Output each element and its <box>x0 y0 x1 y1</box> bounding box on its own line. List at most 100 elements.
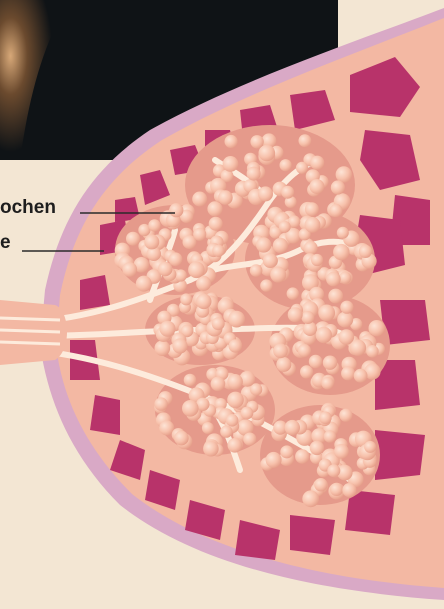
alveolus <box>366 345 379 358</box>
alveolus <box>258 186 273 201</box>
alveolus <box>227 392 244 409</box>
alveolus <box>295 449 309 463</box>
alveolus <box>316 327 332 343</box>
alveolus <box>281 186 294 199</box>
alveolus <box>196 276 211 291</box>
alveolus <box>180 293 192 305</box>
alveolus <box>310 156 324 170</box>
alveolus <box>192 192 207 207</box>
alveolus <box>202 422 214 434</box>
alveolus <box>340 301 353 314</box>
anatomy-label-1: ochen <box>0 197 56 219</box>
alveolus <box>305 217 321 233</box>
alveolus <box>299 134 312 147</box>
anatomy-label-2: e <box>0 232 11 254</box>
alveolus <box>211 377 226 392</box>
alveolus <box>273 238 288 253</box>
alveolus <box>305 202 319 216</box>
alveolus <box>301 311 314 324</box>
alveolus <box>154 397 167 410</box>
alveolus <box>369 320 385 336</box>
alveolus <box>184 374 197 387</box>
alveolus <box>273 343 288 358</box>
alveolus <box>220 425 232 437</box>
alveolus <box>304 241 318 255</box>
alveolus <box>331 180 345 194</box>
alveolus <box>250 264 263 277</box>
alveolus <box>228 311 245 328</box>
alveolus <box>330 483 343 496</box>
alveolus <box>328 289 343 304</box>
alveolus <box>309 179 324 194</box>
alveolus <box>226 414 239 427</box>
alveolus <box>193 228 206 241</box>
alveolus <box>169 252 183 266</box>
alveolus <box>318 305 335 322</box>
nipple <box>0 300 67 365</box>
alveolus <box>250 135 263 148</box>
alveolus <box>136 276 152 292</box>
alveolus <box>339 409 352 422</box>
alveolus <box>241 407 254 420</box>
alveolus <box>169 203 183 217</box>
alveolus <box>300 365 313 378</box>
alveolus <box>182 400 199 417</box>
alveolus <box>359 245 372 258</box>
alveolus <box>324 430 336 442</box>
alveolus <box>270 267 286 283</box>
alveolus <box>126 232 140 246</box>
alveolus <box>311 254 323 266</box>
alveolus <box>243 433 256 446</box>
alveolus <box>296 162 308 174</box>
alveolus <box>321 377 334 390</box>
alveolus <box>323 356 337 370</box>
alveolus <box>229 339 242 352</box>
alveolus <box>172 338 187 353</box>
alveolus <box>319 412 332 425</box>
alveolus <box>209 217 223 231</box>
alveolus <box>334 444 349 459</box>
alveolus <box>223 156 239 172</box>
alveolus <box>303 322 317 336</box>
alveolus <box>309 355 323 369</box>
alveolus <box>227 374 243 390</box>
alveolus <box>276 357 291 372</box>
alveolus <box>337 227 349 239</box>
alveolus <box>327 464 340 477</box>
alveolus <box>288 307 303 322</box>
alveolus <box>155 340 171 356</box>
alveolus <box>298 344 311 357</box>
alveolus <box>266 452 282 468</box>
alveolus <box>333 244 349 260</box>
alveolus <box>364 441 376 453</box>
alveolus <box>280 445 293 458</box>
alveolus <box>263 253 278 268</box>
alveolus <box>228 438 243 453</box>
alveolus <box>341 366 355 380</box>
alveolus <box>225 135 238 148</box>
alveolus <box>212 245 224 257</box>
alveolus <box>326 272 341 287</box>
alveolus <box>310 441 324 455</box>
alveolus <box>287 287 299 299</box>
alveolus <box>122 262 137 277</box>
alveolus <box>196 294 211 309</box>
alveolus <box>260 279 272 291</box>
alveolus <box>280 159 292 171</box>
alveolus <box>158 262 173 277</box>
alveolus <box>339 272 351 284</box>
alveolus <box>302 490 319 507</box>
alveolus <box>175 269 187 281</box>
alveolus <box>212 317 225 330</box>
alveolus <box>247 167 261 181</box>
alveolus <box>337 312 353 328</box>
alveolus <box>174 431 189 446</box>
alveolus <box>207 201 222 216</box>
alveolus <box>160 321 176 337</box>
alveolus <box>148 219 160 231</box>
alveolus <box>354 369 368 383</box>
alveolus <box>218 190 233 205</box>
alveolus <box>188 262 205 279</box>
alveolus <box>144 234 159 249</box>
